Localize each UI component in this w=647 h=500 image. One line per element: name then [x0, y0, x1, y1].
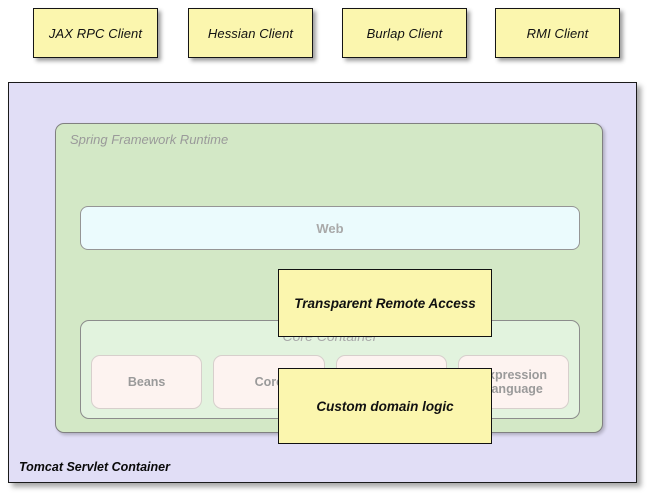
client-box-rmi[interactable]: RMI Client [495, 8, 620, 58]
feature-box-label: Transparent Remote Access [294, 295, 476, 311]
client-box-label: Hessian Client [207, 25, 294, 41]
client-box-burlap[interactable]: Burlap Client [342, 8, 467, 58]
client-row: JAX RPC Client Hessian Client Burlap Cli… [0, 0, 647, 76]
core-module-label: Core [254, 374, 284, 389]
spring-framework-runtime: Spring Framework Runtime Web Core Contai… [55, 123, 603, 444]
spring-framework-runtime-label: Spring Framework Runtime [70, 132, 229, 147]
core-module-label: Beans [127, 374, 166, 389]
web-layer-label: Web [316, 220, 344, 236]
tomcat-servlet-container-label: Tomcat Servlet Container [19, 460, 170, 474]
web-layer-band: Web [80, 206, 580, 250]
client-box-label: RMI Client [526, 25, 589, 41]
client-box-hessian[interactable]: Hessian Client [188, 8, 313, 58]
feature-box-transparent-remote-access[interactable]: Transparent Remote Access [278, 269, 492, 337]
tomcat-servlet-container: Spring Framework Runtime Web Core Contai… [8, 82, 637, 483]
client-box-label: JAX RPC Client [48, 25, 143, 41]
core-module-label: Expression Language [479, 367, 548, 396]
client-box-jax-rpc[interactable]: JAX RPC Client [33, 8, 158, 58]
feature-box-custom-domain-logic[interactable]: Custom domain logic [278, 368, 492, 444]
client-box-label: Burlap Client [366, 25, 443, 41]
feature-box-label: Custom domain logic [316, 398, 454, 414]
core-module-beans[interactable]: Beans [91, 355, 203, 409]
